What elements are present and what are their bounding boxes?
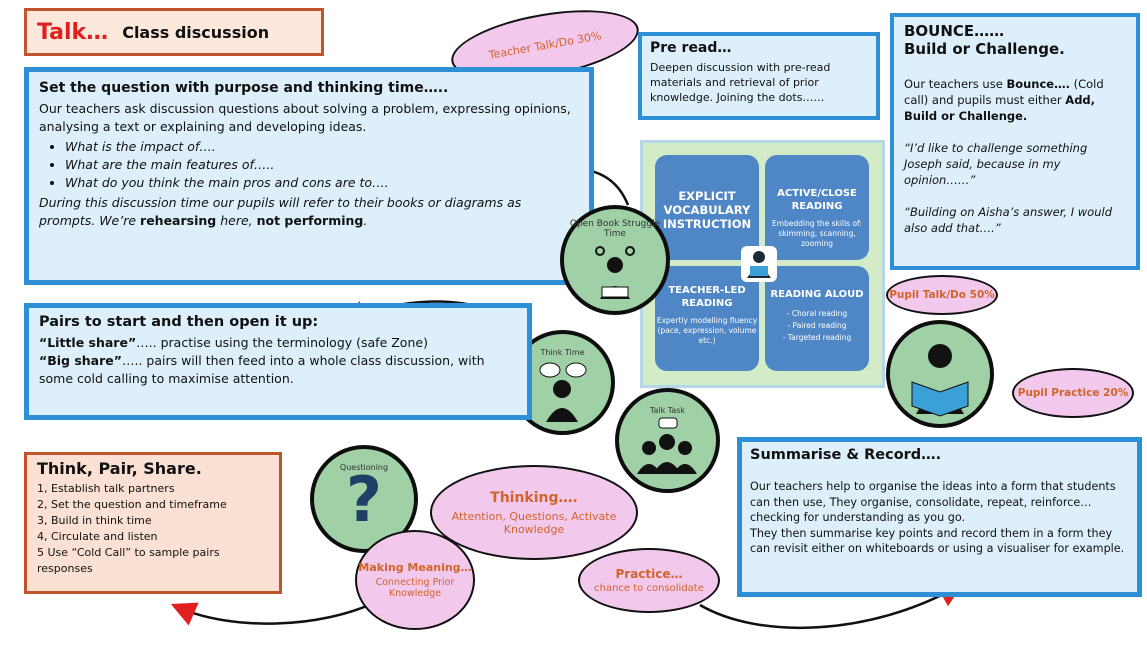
bounce-para: Our teachers use Bounce…. (Cold call) an… <box>904 76 1126 124</box>
bounce-title-1: BOUNCE…… <box>904 22 1005 40</box>
quad-teacher-title: TEACHER-LED READING <box>668 285 746 309</box>
thinking-title: Thinking…. <box>490 489 578 506</box>
tps-step: 1, Establish talk partners <box>37 482 175 495</box>
tps-title: Think, Pair, Share. <box>37 459 202 478</box>
summarise-title: Summarise & Record…. <box>750 447 942 463</box>
pupil-practice-oval: Pupil Practice 20% <box>1012 368 1134 418</box>
quad-aloud-item: - Paired reading <box>787 321 847 330</box>
outro-rehearsing: rehearsing <box>140 213 217 228</box>
pupil-practice-label: Pupil Practice 20% <box>1017 387 1129 399</box>
little-share: “Little share” <box>39 335 137 350</box>
quad-vocab: EXPLICIT VOCABULARY INSTRUCTION <box>655 155 759 260</box>
reading-quadrant: EXPLICIT VOCABULARY INSTRUCTION ACTIVE/C… <box>640 140 885 388</box>
pairs-title: Pairs to start and then open it up: <box>39 314 319 330</box>
quad-active: ACTIVE/CLOSE READING Embedding the skill… <box>765 155 869 260</box>
bounce-title-2: Build or Challenge. <box>904 40 1065 58</box>
questioning-label: Questioning <box>339 463 389 472</box>
big-share: “Big share” <box>39 353 122 368</box>
pre-read-box: Pre read… Deepen discussion with pre-rea… <box>638 32 880 120</box>
quad-teacher: TEACHER-LED READING Expertly modelling f… <box>655 266 759 371</box>
question-title: Set the question with purpose and thinki… <box>39 80 449 96</box>
think-time-label: Think Time <box>540 348 585 357</box>
tps-step: 3, Build in think time <box>37 514 152 527</box>
outro-not-performing: not performing <box>256 213 364 228</box>
header-talk: Talk… <box>37 19 109 45</box>
quad-aloud-title: READING ALOUD <box>770 289 864 300</box>
practice-oval: Practice… chance to consolidate <box>578 548 720 613</box>
pairs-box: Pairs to start and then open it up: “Lit… <box>24 303 532 420</box>
quad-aloud-item: - Choral reading <box>786 309 848 318</box>
bounce-text: Our teachers use <box>904 77 1007 91</box>
pre-read-title: Pre read… <box>650 40 732 56</box>
header-box: Talk… Class discussion <box>24 8 324 56</box>
question-bullets: What is the impact of…. What are the mai… <box>39 138 579 192</box>
question-intro: Our teachers ask discussion questions ab… <box>39 101 571 134</box>
tps-step: 5 Use “Cold Call” to sample pairs respon… <box>37 546 220 575</box>
tps-step: 4, Circulate and listen <box>37 530 158 543</box>
bullet-item: What are the main features of….. <box>65 156 579 174</box>
question-box: Set the question with purpose and thinki… <box>24 67 594 285</box>
pairs-text: ….. practise using the terminology (safe… <box>136 335 428 350</box>
pairs-line-2: “Big share”….. pairs will then feed into… <box>39 352 517 388</box>
thinking-oval: Thinking…. Attention, Questions, Activat… <box>430 465 638 560</box>
quad-active-title: ACTIVE/CLOSE READING <box>777 188 857 212</box>
thinking-sub: Attention, Questions, Activate Knowledge <box>451 509 617 536</box>
reader-center-icon <box>741 246 777 282</box>
summarise-p2: They then summarise key points and recor… <box>750 526 1125 556</box>
bounce-quote-1: “I’d like to challenge something Joseph … <box>904 141 1088 187</box>
tps-step: 2, Set the question and timeframe <box>37 498 227 511</box>
practice-title: Practice… <box>615 567 683 581</box>
think-pair-share-box: Think, Pair, Share. 1, Establish talk pa… <box>24 452 282 594</box>
bounce-quote-2: “Building on Aisha’s answer, I would als… <box>904 205 1112 235</box>
quad-vocab-title: EXPLICIT VOCABULARY INSTRUCTION <box>662 189 752 231</box>
quad-teacher-sub: Expertly modelling fluency (pace, expres… <box>656 316 758 345</box>
bounce-box: BOUNCE…… Build or Challenge. Our teacher… <box>890 13 1140 270</box>
pupil-talk-oval: Pupil Talk/Do 50% <box>886 275 998 315</box>
making-meaning-oval: Making Meaning… Connecting Prior Knowled… <box>355 530 475 630</box>
outro-text: . <box>363 213 368 228</box>
meaning-title: Making Meaning… <box>358 561 472 574</box>
open-book-icon: Open Book Struggle Time <box>560 205 670 315</box>
header-subtitle: Class discussion <box>122 22 270 42</box>
bullet-item: What do you think the main pros and cons… <box>65 174 579 192</box>
outro-text: During this discussion time our pupils w… <box>39 195 522 228</box>
pairs-line-1: “Little share”….. practise using the ter… <box>39 334 517 352</box>
pupil-talk-label: Pupil Talk/Do 50% <box>889 289 995 301</box>
arrow-practice-to-summarise <box>699 583 964 629</box>
practice-sub: chance to consolidate <box>594 583 704 594</box>
bullet-item: What is the impact of…. <box>65 138 579 156</box>
bounce-text: (Cold call) and pupils must either <box>904 77 1104 107</box>
talk-task-label: Talk Task <box>649 406 686 415</box>
summarise-box: Summarise & Record…. Our teachers help t… <box>737 437 1142 597</box>
pre-read-text: Deepen discussion with pre-read material… <box>650 61 831 104</box>
pairs-text: ….. pairs will then feed into a whole cl… <box>39 353 485 386</box>
summarise-p1: Our teachers help to organise the ideas … <box>750 480 1116 524</box>
arrow-meaning-to-tps <box>170 598 381 626</box>
bounce-bold: Bounce…. <box>1006 77 1070 91</box>
talk-task-icon: Talk Task <box>615 388 720 493</box>
question-mark-glyph: ? <box>346 463 382 536</box>
open-book-label: Open Book Struggle Time <box>569 219 661 239</box>
teacher-talk-label: Teacher Talk/Do 30% <box>487 28 603 62</box>
bounce-bold: Add, Build or Challenge. <box>904 93 1096 123</box>
quad-active-sub: Embedding the skills of: skimming, scann… <box>772 219 862 248</box>
quad-aloud: READING ALOUD - Choral reading - Paired … <box>765 266 869 371</box>
quad-aloud-item: - Targeted reading <box>782 333 852 342</box>
outro-text: here, <box>216 213 257 228</box>
question-outro: During this discussion time our pupils w… <box>39 194 579 230</box>
meaning-sub: Connecting Prior Knowledge <box>375 577 455 599</box>
pupil-reading-icon <box>886 320 994 428</box>
